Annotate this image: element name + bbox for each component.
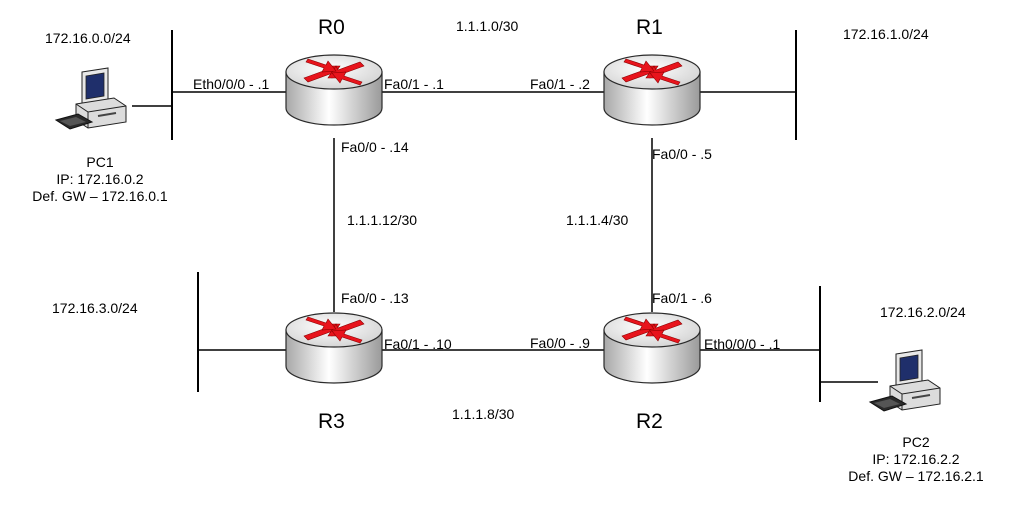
network-label-172-16-2-0: 172.16.2.0/24 [880, 304, 966, 320]
router-name-r0: R0 [318, 16, 345, 39]
pc1-gateway: Def. GW – 172.16.0.1 [32, 188, 168, 204]
pc2-info: PC2 IP: 172.16.2.2 Def. GW – 172.16.2.1 [826, 434, 1006, 485]
router-name-r1: R1 [636, 16, 663, 39]
interface-label-r0-fa01: Fa0/1 - .1 [384, 76, 444, 92]
pc2-name: PC2 [902, 434, 930, 450]
interface-label-r2-fa00: Fa0/0 - .9 [530, 335, 590, 351]
interface-label-r3-fa00: Fa0/0 - .13 [341, 290, 409, 306]
link-label-r3-r0: 1.1.1.12/30 [347, 212, 418, 228]
desktop-pc-icon-pc2 [869, 349, 941, 412]
network-label-172-16-1-0: 172.16.1.0/24 [843, 26, 929, 42]
router-icon-r0 [286, 55, 382, 125]
link-label-r2-r3: 1.1.1.8/30 [452, 406, 515, 422]
interface-label-r2-fa01: Fa0/1 - .6 [652, 290, 712, 306]
interface-label-r0-eth000: Eth0/0/0 - .1 [193, 76, 270, 92]
pc1-name: PC1 [86, 154, 114, 170]
interface-label-r0-fa00: Fa0/0 - .14 [341, 139, 409, 155]
pc1-info: PC1 IP: 172.16.0.2 Def. GW – 172.16.0.1 [20, 154, 180, 205]
interface-label-r1-fa01: Fa0/1 - .2 [530, 76, 590, 92]
interface-label-r1-fa00: Fa0/0 - .5 [652, 146, 712, 162]
interface-label-r2-eth000: Eth0/0/0 - .1 [704, 336, 781, 352]
network-label-172-16-3-0: 172.16.3.0/24 [52, 300, 138, 316]
router-name-r2: R2 [636, 410, 663, 433]
router-name-r3: R3 [318, 410, 345, 433]
pc1-ip: IP: 172.16.0.2 [56, 171, 144, 187]
pc2-gateway: Def. GW – 172.16.2.1 [848, 468, 984, 484]
network-label-172-16-0-0: 172.16.0.0/24 [45, 30, 131, 46]
router-icon-r2 [604, 313, 700, 383]
router-icon-r3 [286, 313, 382, 383]
pc2-ip: IP: 172.16.2.2 [872, 451, 960, 467]
desktop-pc-icon-pc1 [55, 67, 127, 130]
link-label-r1-r2: 1.1.1.4/30 [566, 212, 629, 228]
interface-label-r3-fa01: Fa0/1 - .10 [384, 336, 452, 352]
link-label-r0-r1: 1.1.1.0/30 [456, 18, 519, 34]
router-icon-r1 [604, 55, 700, 125]
